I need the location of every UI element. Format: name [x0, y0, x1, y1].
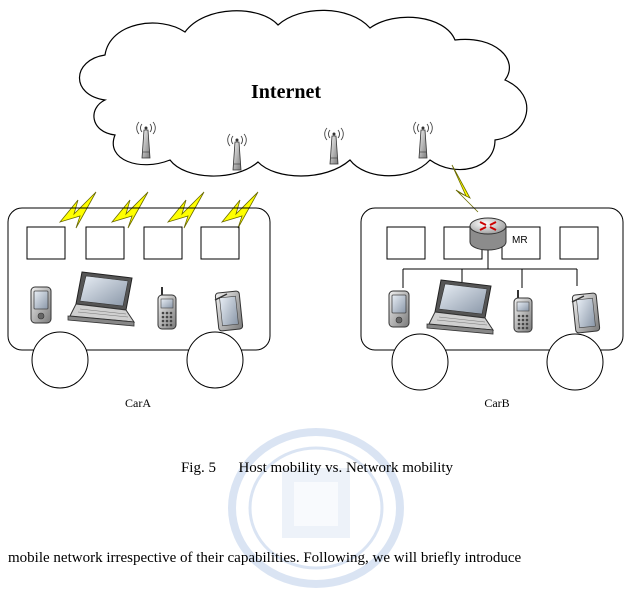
- wireless-link-icon: [111, 191, 149, 229]
- internet-cloud: [79, 9, 528, 177]
- tablet-icon: [571, 292, 601, 334]
- mobile-phone-icon: [513, 289, 533, 333]
- internet-label: Internet: [251, 81, 321, 103]
- mobile-phone-icon: [157, 286, 177, 330]
- network-mobility-diagram: Internet CarA: [7, 9, 624, 410]
- pda-icon: [30, 286, 52, 324]
- wireless-link-icon: [221, 191, 259, 229]
- wireless-link-icon: [59, 191, 97, 229]
- tablet-icon: [214, 290, 244, 332]
- car-b-label: CarB: [484, 396, 509, 410]
- car-b: [360, 207, 624, 391]
- pda-icon: [388, 290, 410, 328]
- laptop-icon: [426, 279, 494, 335]
- car-a-label: CarA: [125, 396, 151, 410]
- router-label: MR: [512, 235, 528, 246]
- wireless-link-icon: [451, 164, 479, 213]
- figure-caption: Fig. 5 Host mobility vs. Network mobilit…: [180, 460, 454, 476]
- watermark-seal-icon: [228, 428, 404, 588]
- wireless-link-icon: [167, 191, 205, 229]
- car-a: [7, 207, 271, 389]
- router-icon: [469, 217, 507, 251]
- laptop-icon: [67, 271, 135, 327]
- body-paragraph: mobile network irrespective of their cap…: [8, 550, 522, 566]
